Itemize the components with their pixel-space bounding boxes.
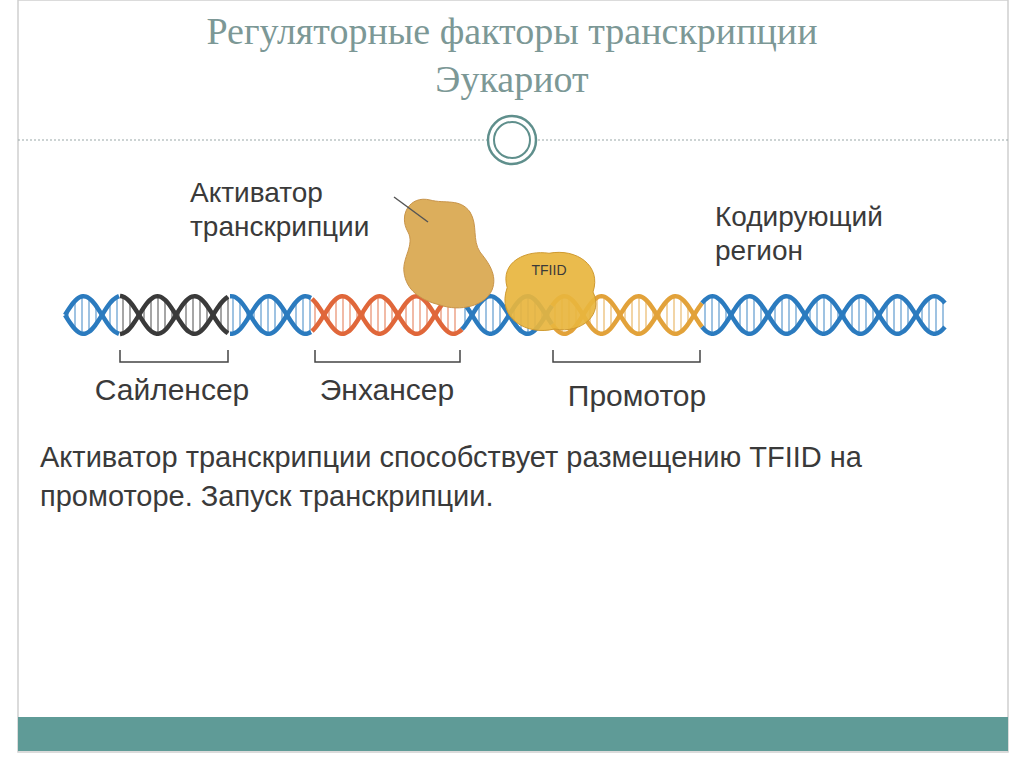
base-pair [267,296,269,334]
base-pair [711,296,713,334]
protein-blob [494,248,604,336]
dna-strand [230,296,311,334]
leader-line [394,197,428,222]
base-pair [788,296,790,333]
divider-ornament [488,116,536,164]
base-pair [274,299,276,331]
base-pair [492,296,494,333]
base-pair [865,298,867,332]
base-pair [603,296,605,333]
dna-strand [702,296,945,334]
slide-frame [18,0,1008,752]
base-pair [412,297,414,333]
base-pair [900,297,902,333]
part-label: Активатор транскрипции [190,176,450,243]
node-label: TFIID [494,262,604,278]
base-pair [419,297,421,333]
dna-strand [120,296,228,334]
base-pair [342,296,344,334]
footer-bar [18,717,1008,751]
base-pair [116,297,118,333]
base-pair [232,296,234,334]
base-pair [485,297,487,332]
base-pair [893,297,895,333]
dna-strand [702,296,945,334]
base-pair [81,296,83,334]
dna-strand [120,296,228,334]
base-pair [150,299,152,331]
slide-title: Регуляторные факторы транскрипции Эукари… [172,8,852,103]
base-pair [309,297,311,332]
base-pair [260,300,262,331]
base-pair [673,296,675,334]
base-pair [718,299,720,331]
dna-strand [65,296,119,334]
dna-strand [65,296,119,334]
base-pair [164,300,166,331]
base-pair [704,300,706,331]
base-pair [638,296,640,334]
base-pair [746,296,748,333]
region-label: Энхансер [277,372,497,408]
caption-text: Активатор транскрипции способствует разм… [40,438,970,516]
base-pair [199,298,201,332]
base-pair [335,299,337,331]
base-pair [753,297,755,332]
part-label: Кодирующий регион [715,200,965,267]
base-pair [680,298,682,332]
base-pair [302,296,304,333]
base-pair [830,300,832,331]
base-pair [935,296,937,334]
divider-ornament-inner [494,122,530,158]
base-pair [781,297,783,332]
base-pair [122,296,124,333]
base-pair [88,298,90,332]
tfiid-complex: TFIID [494,248,604,336]
base-pair [377,296,379,334]
base-pair [816,299,818,331]
region-label: Сайленсер [62,372,282,408]
region-bracket [120,350,700,362]
base-pair [227,297,229,333]
base-pair [384,298,386,332]
base-pair [823,296,825,334]
base-pair [928,298,930,332]
base-pair [157,296,159,334]
base-pair [192,296,194,334]
base-pair [942,301,944,330]
base-pair [631,299,633,331]
base-pair [858,296,860,334]
base-pair [645,300,647,331]
dna-strand [230,296,311,334]
activator-protein [404,199,494,308]
base-pair [349,300,351,331]
region-label: Промотор [527,378,747,414]
